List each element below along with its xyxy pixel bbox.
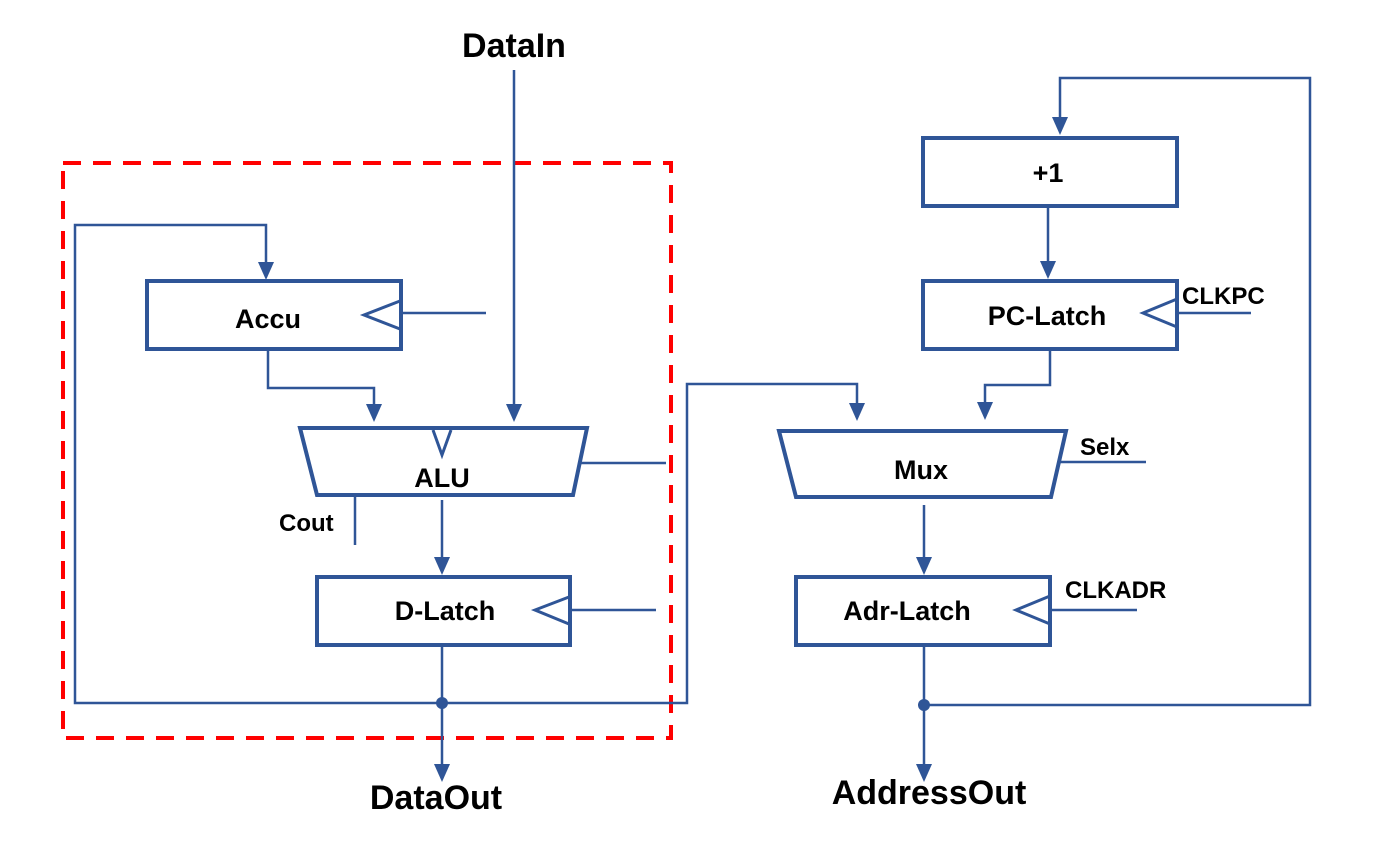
datain-label: DataIn [462,27,566,65]
pc-feedback-wire [924,76,1312,707]
addressout-label: AddressOut [832,774,1027,812]
mux-label: Mux [894,455,948,485]
clkadr-label: CLKADR [1065,577,1166,604]
accu-block: Accu [145,279,403,351]
data-to-mux-wire [442,382,859,705]
cout-label: Cout [279,510,334,537]
pc-to-mux-arrow-icon [977,402,993,420]
d-latch-label: D-Latch [395,596,496,626]
selx-label: Selx [1080,434,1130,461]
accu-input-arrow-icon [258,262,274,280]
pc-latch-block: PC-Latch [921,279,1179,351]
addressout-arrow-icon [916,764,932,782]
accu-label: Accu [235,304,301,334]
dataout-label: DataOut [370,779,502,817]
plus-one-label: +1 [1033,158,1064,188]
pc-to-mux-wire [983,350,1052,403]
accu-clock-icon [359,299,401,331]
plus-one-to-pc-arrow-icon [1040,261,1056,279]
mux-to-adr-arrow-icon [916,557,932,575]
clkpc-label: CLKPC [1182,283,1265,310]
highlight-region [61,161,673,740]
data-to-mux-arrow-icon [849,403,865,421]
adr-clock-icon [1012,594,1051,626]
dlatch-clock-icon [530,595,570,626]
alu-label: ALU [414,463,470,493]
accu-to-alu-arrow-icon [366,404,382,422]
accu-to-alu-wire [266,350,376,404]
plus-one-input-arrow-icon [1052,117,1068,135]
plus-one-block: +1 [921,136,1179,208]
adr-latch-label: Adr-Latch [843,596,971,626]
alu-block: ALU [297,426,590,497]
alu-to-dlatch-arrow-icon [434,557,450,575]
pc-latch-label: PC-Latch [988,301,1107,331]
alu-control-icon [431,429,453,460]
datain-arrow-icon [506,404,522,422]
adr-latch-block: Adr-Latch [794,575,1052,647]
addressout-junction [918,699,930,711]
d-latch-block: D-Latch [315,575,572,647]
dataout-arrow-icon [434,764,450,782]
accu-feedback-wire [73,223,442,705]
pc-clock-icon [1139,297,1178,329]
mux-block: Mux [776,429,1069,499]
